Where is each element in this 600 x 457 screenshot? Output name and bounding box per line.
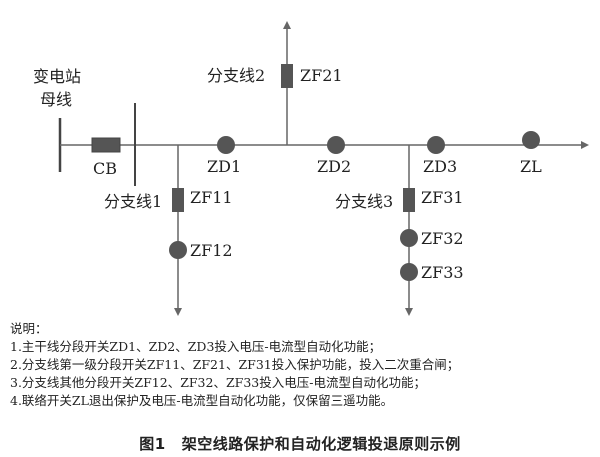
- zf32-switch: [400, 229, 418, 247]
- zf33-switch: [400, 263, 418, 281]
- zf32-label: ZF32: [421, 229, 464, 248]
- zd1-switch: [217, 136, 235, 154]
- note-item-2: 2.分支线第一级分段开关ZF11、ZF21、ZF31投入保护功能，投入二次重合闸…: [10, 357, 460, 372]
- branch2-label: 分支线2: [207, 66, 265, 85]
- zf21-label: ZF21: [300, 66, 343, 85]
- zl-label: ZL: [520, 157, 542, 176]
- zf33-label: ZF33: [421, 263, 464, 282]
- branch3-label: 分支线3: [335, 192, 393, 211]
- zf31-label: ZF31: [421, 188, 464, 207]
- zf11-switch: [172, 188, 184, 212]
- zf12-label: ZF12: [190, 241, 233, 260]
- note-item-1: 1.主干线分段开关ZD1、ZD2、ZD3投入电压-电流型自动化功能；: [10, 339, 382, 354]
- figure-caption: 图1 架空线路保护和自动化逻辑投退原则示例: [0, 433, 600, 454]
- zf21-switch: [281, 64, 293, 88]
- zf12-switch: [169, 241, 187, 259]
- bus-label: 母线: [40, 90, 72, 109]
- zd1-label: ZD1: [207, 157, 241, 176]
- feeder-diagram: 变电站 母线 CB 分支线1 ZF11 ZF12 ZD1 分支线2 ZF21 Z…: [33, 21, 589, 316]
- zl-switch: [522, 131, 540, 149]
- zf11-label: ZF11: [190, 188, 233, 207]
- cb-label: CB: [93, 159, 117, 178]
- zd2-switch: [327, 136, 345, 154]
- zd2-label: ZD2: [317, 157, 351, 176]
- notes-title: 说明：: [10, 321, 48, 336]
- zd3-switch: [427, 136, 445, 154]
- figure-title: 架空线路保护和自动化逻辑投退原则示例: [181, 435, 461, 453]
- note-item-3: 3.分支线其他分段开关ZF12、ZF32、ZF33投入电压-电流型自动化功能；: [10, 375, 426, 390]
- branch1-label: 分支线1: [104, 192, 162, 211]
- zf31-switch: [403, 188, 415, 212]
- note-item-4: 4.联络开关ZL退出保护及电压-电流型自动化功能，仅保留三遥功能。: [10, 393, 394, 408]
- cb-breaker: [91, 137, 121, 153]
- figure-number: 图1: [139, 435, 166, 453]
- notes-block: 说明： 1.主干线分段开关ZD1、ZD2、ZD3投入电压-电流型自动化功能； 2…: [10, 320, 595, 410]
- zd3-label: ZD3: [423, 157, 457, 176]
- substation-label: 变电站: [33, 67, 81, 86]
